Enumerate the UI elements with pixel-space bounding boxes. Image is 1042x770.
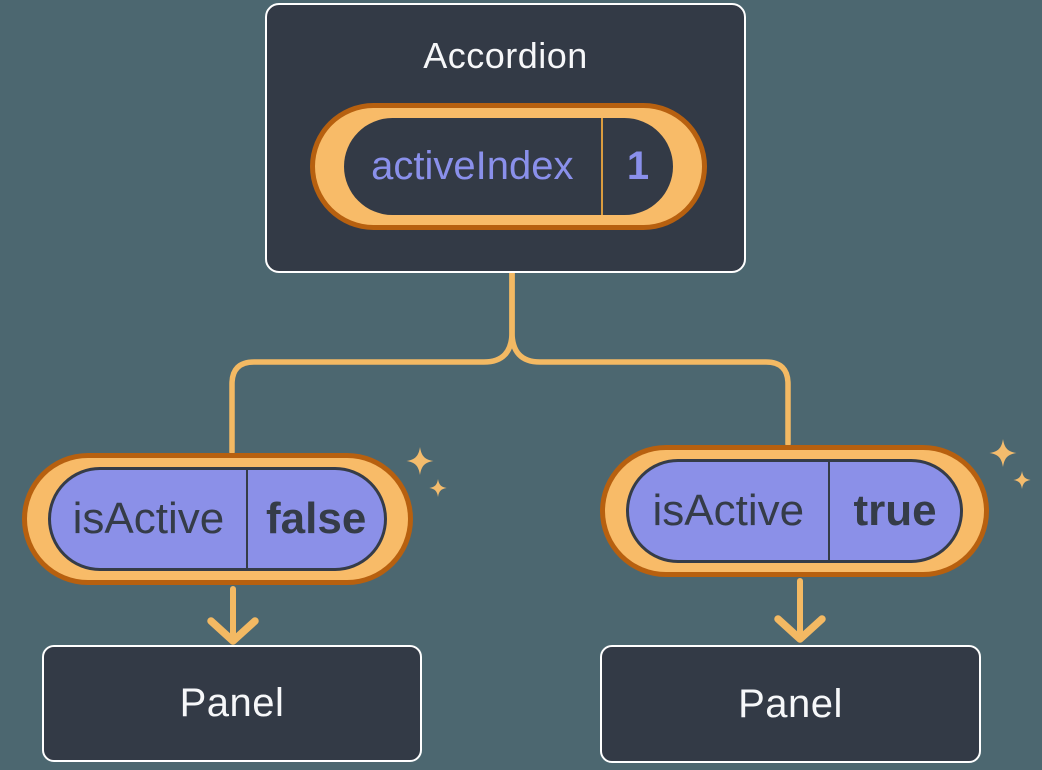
panel-label: Panel — [738, 681, 843, 726]
branch-left-line — [229, 270, 515, 455]
prop-pill-divider — [827, 462, 831, 560]
branch-right-line — [509, 270, 791, 447]
prop-name: isActive — [652, 486, 805, 535]
arrow-down-right-icon — [774, 578, 826, 643]
sparkle-icon — [989, 439, 1031, 489]
panel-node-left: Panel — [42, 645, 422, 762]
prop-value: false — [266, 494, 367, 543]
panel-node-right: Panel — [600, 645, 981, 763]
prop-pill-right: isActive true — [605, 450, 984, 572]
state-pill: activeIndex 1 — [315, 108, 702, 225]
accordion-title: Accordion — [423, 35, 588, 76]
prop-pill-left: isActive false — [27, 458, 408, 580]
arrow-down-left-icon — [207, 586, 259, 645]
prop-value: true — [853, 486, 937, 535]
prop-name: isActive — [72, 494, 225, 543]
sparkle-icon — [406, 447, 447, 497]
panel-label: Panel — [179, 681, 285, 725]
state-value: 1 — [626, 144, 650, 188]
prop-pill-divider — [245, 470, 249, 568]
state-name: activeIndex — [371, 144, 574, 188]
state-pill-divider — [600, 118, 604, 215]
